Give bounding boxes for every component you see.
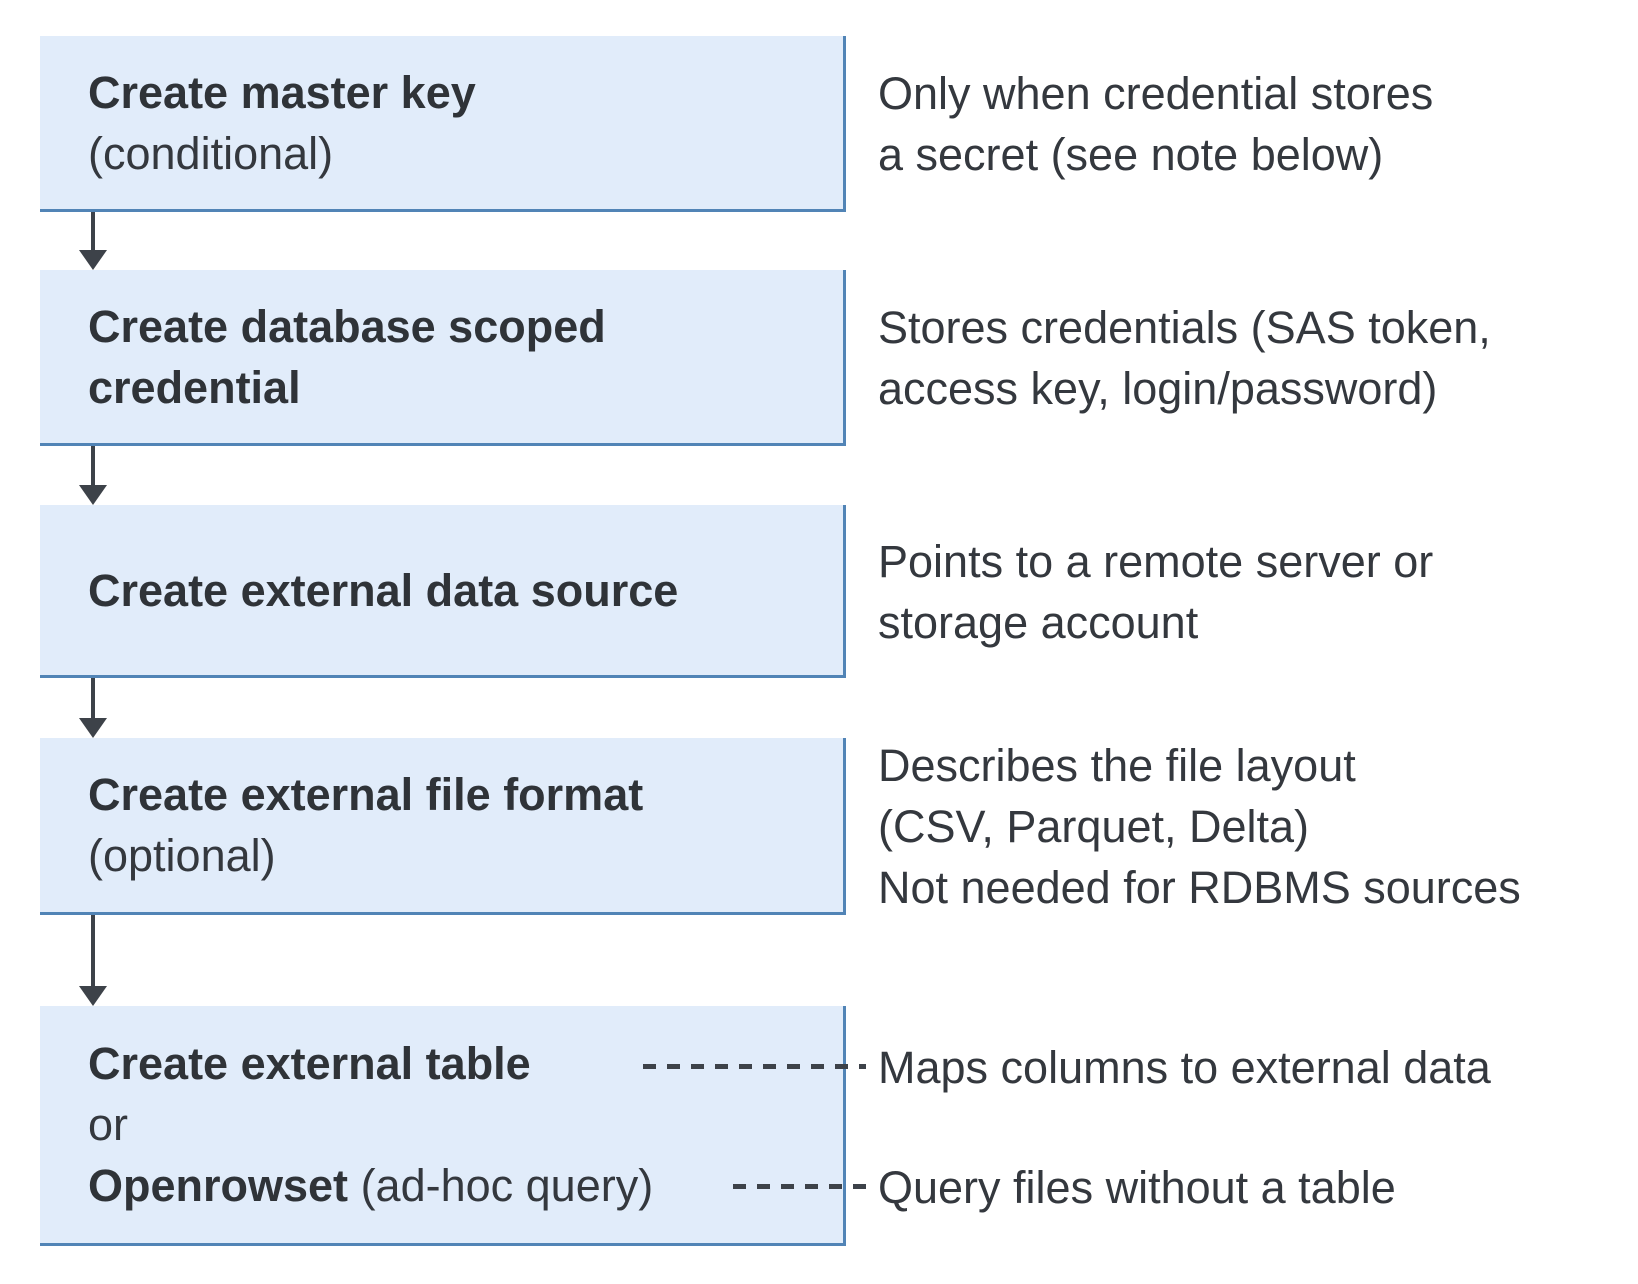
step-openrowset-line: Openrowset (ad-hoc query) — [88, 1155, 843, 1216]
note-line: Not needed for RDBMS sources — [878, 862, 1521, 913]
step-title: Create master key — [88, 66, 476, 118]
step-title: Create database scoped — [88, 300, 606, 352]
arrow-head — [79, 250, 107, 270]
arrow-shaft — [91, 446, 95, 487]
step-box-create-master-key: Create master key (conditional) — [40, 36, 846, 212]
note-line: Only when credential stores — [878, 68, 1434, 119]
dashed-connector-openrowset — [733, 1184, 866, 1189]
note-master-key: Only when credential stores a secret (se… — [878, 36, 1628, 212]
dashed-connector-external-table — [643, 1064, 866, 1069]
note-database-scoped-credential: Stores credentials (SAS token, access ke… — [878, 270, 1628, 446]
step-or-label: or — [88, 1099, 129, 1150]
step-title: Create external data source — [88, 564, 679, 616]
arrow-shaft — [91, 678, 95, 720]
step-box-create-external-data-source: Create external data source — [40, 505, 846, 678]
note-external-file-format: Describes the file layout (CSV, Parquet,… — [878, 738, 1628, 915]
adhoc-query-label: (ad-hoc query) — [360, 1160, 654, 1211]
arrow-shaft — [91, 212, 95, 252]
step-box-create-database-scoped-credential: Create database scoped credential — [40, 270, 846, 446]
step-title: credential — [88, 361, 301, 413]
down-arrow-icon — [79, 915, 107, 1006]
note-line: (CSV, Parquet, Delta) — [878, 801, 1310, 852]
arrow-head — [79, 718, 107, 738]
callout-maps-columns: Maps columns to external data — [878, 1042, 1491, 1093]
note-line: Points to a remote server or — [878, 535, 1434, 587]
note-external-data-source: Points to a remote server or storage acc… — [878, 505, 1628, 678]
down-arrow-icon — [79, 678, 107, 738]
step-title: Create external file format — [88, 769, 644, 820]
note-line: storage account — [878, 596, 1199, 648]
note-line: Stores credentials (SAS token, — [878, 302, 1491, 353]
arrow-shaft — [91, 915, 95, 988]
arrow-head — [79, 485, 107, 505]
step-box-create-external-table-or-openrowset: Create external table or Openrowset (ad-… — [40, 1006, 846, 1246]
step-subtitle: (conditional) — [88, 127, 334, 179]
step-box-create-external-file-format: Create external file format (optional) — [40, 738, 846, 915]
step-subtitle: (optional) — [88, 830, 276, 881]
down-arrow-icon — [79, 212, 107, 270]
openrowset-label: Openrowset — [88, 1160, 349, 1211]
step-title: Create external table — [88, 1038, 531, 1089]
note-line: access key, login/password) — [878, 363, 1438, 414]
callout-query-files: Query files without a table — [878, 1162, 1396, 1213]
arrow-head — [79, 986, 107, 1006]
down-arrow-icon — [79, 446, 107, 505]
note-line: Describes the file layout — [878, 740, 1356, 791]
note-line: a secret (see note below) — [878, 129, 1384, 180]
